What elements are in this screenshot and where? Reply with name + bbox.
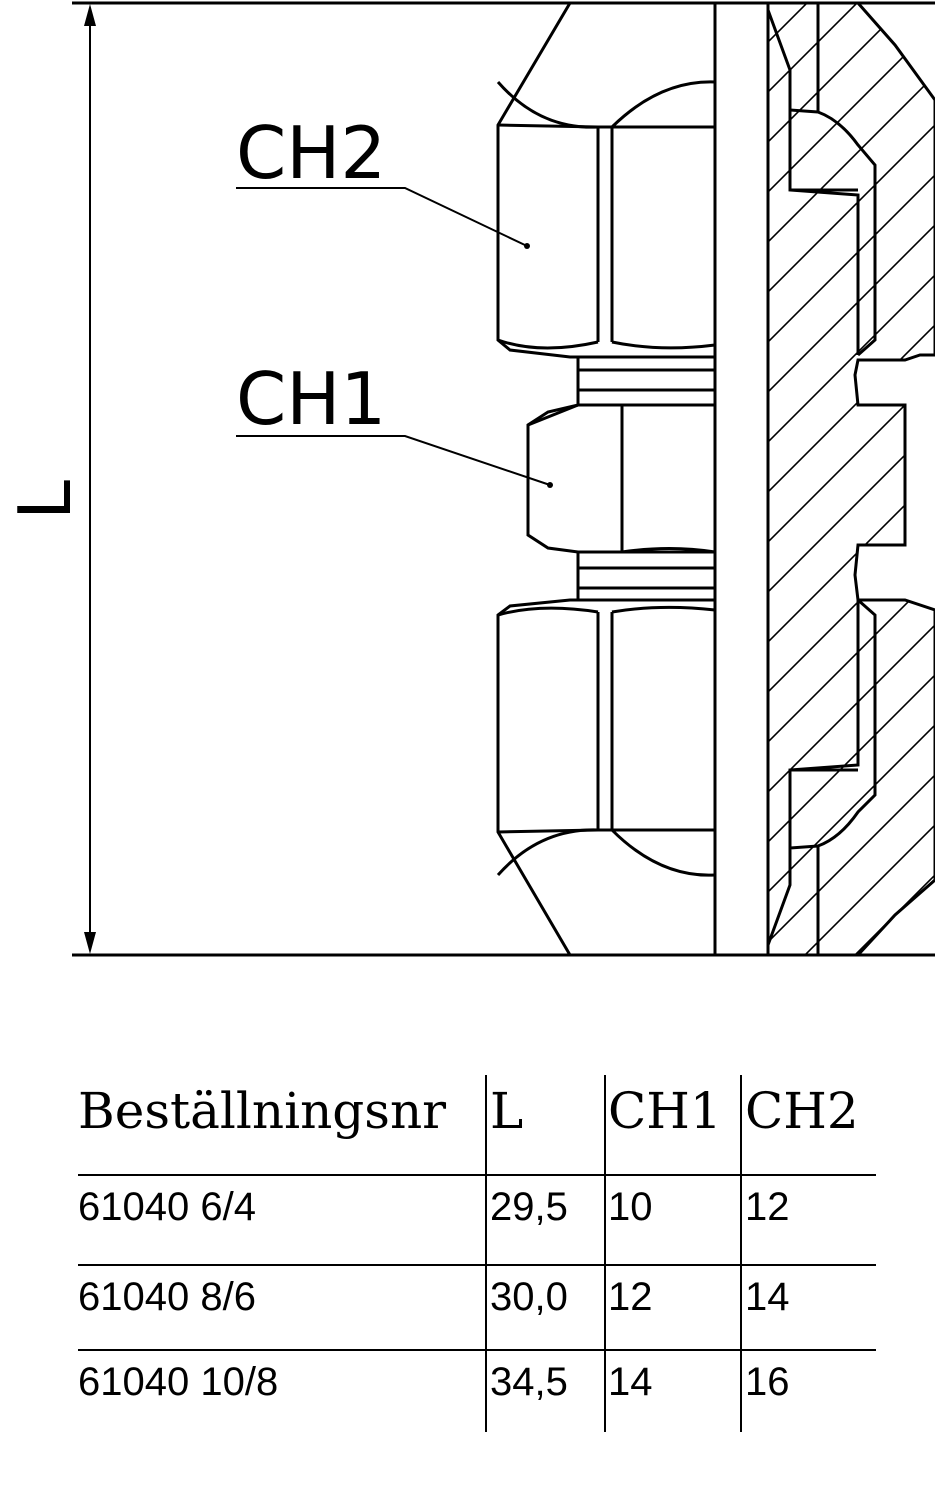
hatch-line (768, 799, 935, 955)
callout-label-ch1: CH1 (236, 357, 386, 441)
dimension-label-l: L (3, 480, 87, 520)
center-plane (713, 3, 770, 955)
cell-ch1: 14 (608, 1360, 653, 1404)
hatch-line (768, 649, 935, 871)
hatch-line (768, 149, 935, 371)
hatch-line (768, 749, 935, 955)
length-dimension (84, 4, 96, 954)
cell-ch2: 12 (745, 1185, 790, 1229)
hatch-line (740, 1150, 935, 1370)
cell-order-number: 61040 10/8 (78, 1360, 278, 1404)
header-ch2: CH2 (745, 1082, 859, 1140)
callout-ch1: CH1 (236, 357, 553, 488)
cell-ch1: 12 (608, 1275, 653, 1319)
cell-ch2: 14 (745, 1275, 790, 1319)
header-ch1: CH1 (608, 1082, 722, 1140)
table-row: 61040 8/6 30,0 12 14 (78, 1275, 790, 1319)
hatch-line (768, 299, 935, 521)
upper-nut-ch2 (496, 1, 716, 359)
cell-l: 34,5 (490, 1360, 568, 1404)
hatch-line (768, 99, 935, 321)
hatch-line (768, 199, 935, 421)
middle-body-ch1 (526, 357, 716, 602)
spec-table: Beställningsnr L CH1 CH2 61040 6/4 29,5 … (78, 1075, 876, 1432)
header-order-number: Beställningsnr (78, 1082, 446, 1140)
cell-ch2: 16 (745, 1360, 790, 1404)
table-row: 61040 6/4 29,5 10 12 (78, 1185, 790, 1229)
callout-ch2: CH2 (236, 111, 530, 249)
hatch-line (768, 849, 935, 955)
cell-order-number: 61040 6/4 (78, 1185, 256, 1229)
lower-nut (496, 598, 716, 957)
cell-order-number: 61040 8/6 (78, 1275, 256, 1319)
hatch-line (768, 3, 935, 171)
hatch-line (768, 599, 935, 821)
table-row: 61040 10/8 34,5 14 16 (78, 1360, 790, 1404)
hatch-line (768, 249, 935, 471)
hatch-line (768, 3, 935, 121)
hatch-line (768, 49, 935, 271)
cell-l: 29,5 (490, 1185, 568, 1229)
header-l: L (490, 1082, 523, 1140)
cell-l: 30,0 (490, 1275, 568, 1319)
hatch-line (768, 699, 935, 921)
callout-label-ch2: CH2 (236, 111, 386, 195)
cell-ch1: 10 (608, 1185, 653, 1229)
